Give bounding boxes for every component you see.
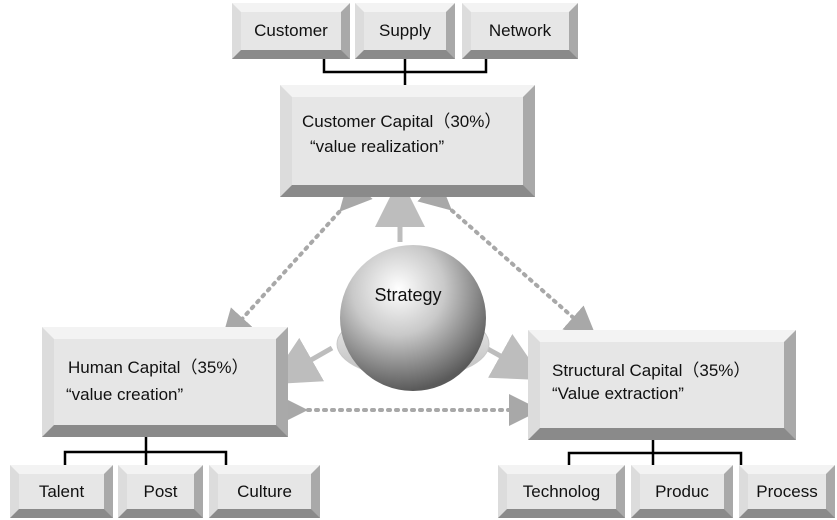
strategy-sphere	[336, 245, 490, 391]
process-label: Process	[756, 481, 818, 501]
customer-capital-box: Customer Capital（30%） “value realization…	[280, 85, 535, 197]
arrow-strategy-to-structural	[484, 334, 544, 381]
strategy-arrows	[268, 177, 544, 385]
culture-box: Culture	[209, 465, 320, 518]
bottom-left-bracket	[63, 436, 228, 467]
technolog-label: Technolog	[522, 481, 601, 501]
structural-capital-box: Structural Capital（35%） “Value extractio…	[528, 330, 796, 440]
supply-label: Supply	[379, 21, 431, 40]
human-capital-subtitle: “value creation”	[66, 385, 184, 404]
talent-box: Talent	[10, 465, 113, 518]
customer-label: Customer	[254, 21, 328, 40]
strategy-label: Strategy	[374, 285, 442, 305]
post-box: Post	[118, 465, 203, 518]
structural-capital-subtitle: “Value extraction”	[552, 384, 684, 403]
customer-capital-subtitle: “value realization”	[310, 137, 445, 156]
dotted-link-customer-human	[221, 177, 373, 342]
human-capital-box: Human Capital（35%） “value creation”	[42, 327, 288, 437]
arrow-strategy-to-human	[268, 337, 334, 385]
culture-label: Culture	[237, 481, 292, 501]
produc-box: Produc	[631, 465, 733, 518]
human-capital-title: Human Capital（35%）	[68, 358, 249, 377]
dotted-link-customer-structural	[417, 177, 597, 339]
network-label: Network	[488, 21, 552, 40]
supply-box: Supply	[355, 3, 455, 59]
structural-capital-title: Structural Capital（35%）	[552, 361, 751, 380]
top-bracket	[322, 57, 488, 87]
process-box: Process	[739, 465, 835, 518]
network-box: Network	[462, 3, 578, 59]
customer-box: Customer	[232, 3, 350, 59]
customer-capital-title: Customer Capital（30%）	[302, 112, 502, 131]
post-label: Post	[143, 481, 178, 501]
dotted-links	[221, 177, 597, 426]
technolog-box: Technolog	[498, 465, 625, 518]
produc-label: Produc	[655, 481, 709, 501]
bottom-right-bracket	[567, 440, 743, 467]
talent-label: Talent	[38, 481, 85, 501]
